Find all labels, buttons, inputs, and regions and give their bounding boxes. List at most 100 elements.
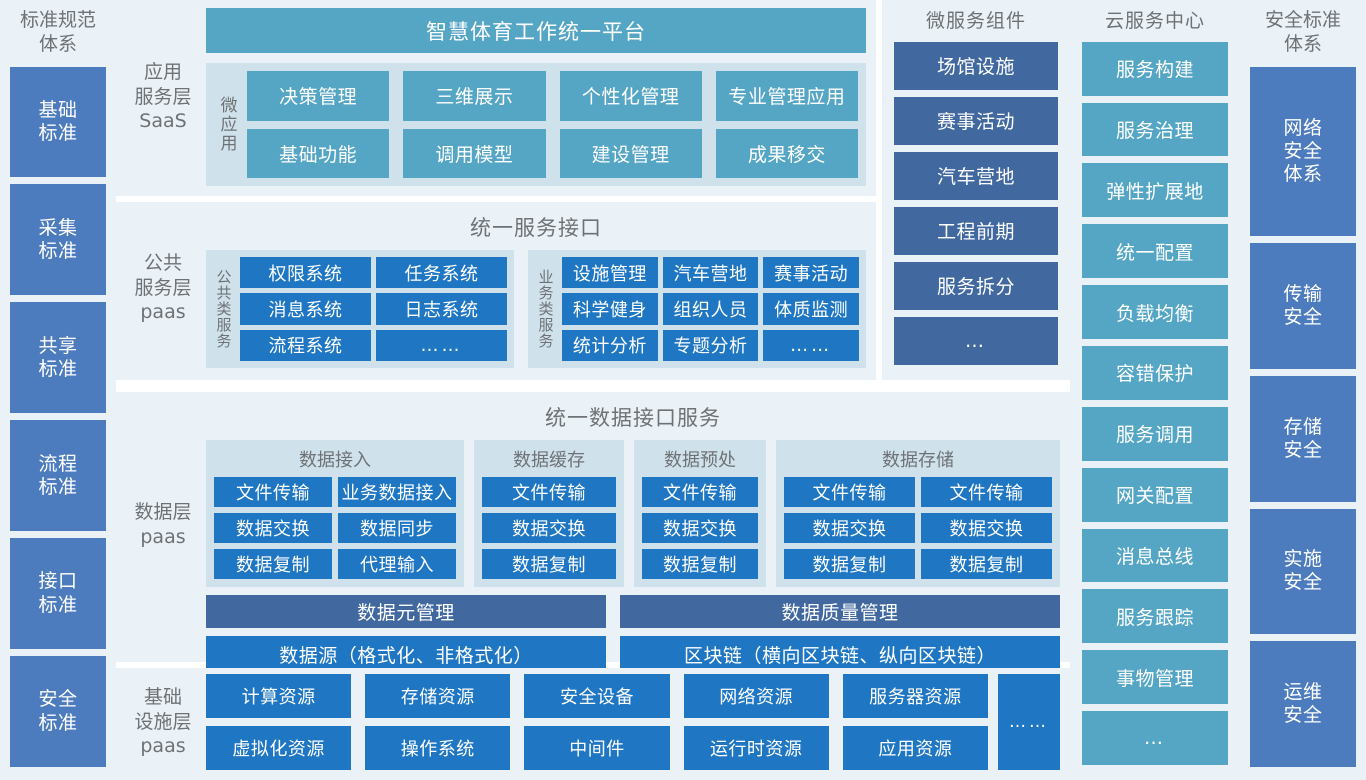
- cloud-elastic-scaling[interactable]: 弹性扩展地: [1082, 163, 1228, 218]
- standard-item-basic[interactable]: 基础标准: [10, 66, 106, 178]
- storage-file-transfer-1[interactable]: 文件传输: [784, 477, 915, 507]
- infra-compute-resource[interactable]: 计算资源: [206, 674, 352, 718]
- right-security-title: 安全标准 体系: [1250, 0, 1356, 67]
- preprocess-data-replication[interactable]: 数据复制: [642, 549, 758, 579]
- security-item-storage[interactable]: 存储安全: [1250, 375, 1356, 502]
- app-decision-management[interactable]: 决策管理: [247, 71, 390, 121]
- storage-file-transfer-2[interactable]: 文件传输: [921, 477, 1052, 507]
- cloud-more[interactable]: …: [1082, 711, 1228, 766]
- data-cache-title: 数据缓存: [513, 450, 585, 471]
- common-service-group: 公共类服务 权限系统 任务系统 消息系统 日志系统 流程系统 ……: [206, 250, 514, 368]
- data-ingestion-title: 数据接入: [299, 450, 371, 471]
- standard-item-collection[interactable]: 采集标准: [10, 184, 106, 296]
- infra-security-device[interactable]: 安全设备: [524, 674, 670, 718]
- data-source-bar[interactable]: 数据源（格式化、非格式化）: [206, 636, 606, 672]
- ingestion-data-exchange[interactable]: 数据交换: [214, 513, 332, 543]
- standard-item-security-label: 安全标准: [38, 688, 78, 734]
- infrastructure-layer-label-line3: paas: [140, 735, 186, 758]
- unified-platform-banner: 智慧体育工作统一平台: [206, 8, 866, 53]
- data-ingestion-grid: 文件传输 业务数据接入 数据交换 数据同步 数据复制 代理输入: [214, 477, 456, 579]
- infrastructure-layer-label-line1: 基础: [143, 685, 182, 708]
- infra-network-resource[interactable]: 网络资源: [683, 674, 829, 718]
- cache-file-transfer[interactable]: 文件传输: [482, 477, 616, 507]
- microservice-venue-facility[interactable]: 场馆设施: [894, 41, 1058, 90]
- cache-data-replication[interactable]: 数据复制: [482, 549, 616, 579]
- business-service-group-label: 业务类服务: [536, 269, 555, 349]
- cloud-message-bus[interactable]: 消息总线: [1082, 528, 1228, 583]
- data-quality-management-bar[interactable]: 数据质量管理: [620, 595, 1060, 628]
- cloud-transaction-management[interactable]: 事物管理: [1082, 650, 1228, 705]
- cache-data-exchange[interactable]: 数据交换: [482, 513, 616, 543]
- microservice-event-activity[interactable]: 赛事活动: [894, 96, 1058, 145]
- infra-storage-resource[interactable]: 存储资源: [365, 674, 511, 718]
- infra-operating-system[interactable]: 操作系统: [365, 726, 511, 770]
- storage-data-replication-1[interactable]: 数据复制: [784, 549, 915, 579]
- app-personalized-management[interactable]: 个性化管理: [559, 71, 702, 121]
- cloud-gateway-config[interactable]: 网关配置: [1082, 467, 1228, 522]
- cloud-service-build[interactable]: 服务构建: [1082, 41, 1228, 96]
- service-message[interactable]: 消息系统: [240, 293, 371, 325]
- app-construction-management[interactable]: 建设管理: [559, 128, 702, 178]
- microservice-rv-camp[interactable]: 汽车营地: [894, 151, 1058, 200]
- storage-data-exchange-1[interactable]: 数据交换: [784, 513, 915, 543]
- ingestion-business-data[interactable]: 业务数据接入: [338, 477, 456, 507]
- cloud-service-tracing[interactable]: 服务跟踪: [1082, 589, 1228, 644]
- preprocess-file-transfer[interactable]: 文件传输: [642, 477, 758, 507]
- microservice-service-split[interactable]: 服务拆分: [894, 261, 1058, 310]
- cloud-service-invocation[interactable]: 服务调用: [1082, 406, 1228, 461]
- standard-item-sharing[interactable]: 共享标准: [10, 302, 106, 414]
- app-basic-function[interactable]: 基础功能: [247, 128, 390, 178]
- business-event-activity[interactable]: 赛事活动: [763, 257, 859, 289]
- infra-runtime-resource[interactable]: 运行时资源: [683, 726, 829, 770]
- ingestion-agent-input[interactable]: 代理输入: [338, 549, 456, 579]
- service-more[interactable]: ……: [376, 329, 507, 361]
- infra-middleware[interactable]: 中间件: [524, 726, 670, 770]
- preprocess-data-exchange[interactable]: 数据交换: [642, 513, 758, 543]
- cloud-unified-config[interactable]: 统一配置: [1082, 224, 1228, 279]
- ingestion-data-replication[interactable]: 数据复制: [214, 549, 332, 579]
- public-service-layer-panel: 公共 服务层 paas 统一服务接口 公共类服务 权限系统 任务系统: [116, 202, 876, 380]
- standard-item-process-label: 流程标准: [38, 452, 78, 498]
- business-statistical-analysis[interactable]: 统计分析: [562, 329, 658, 361]
- storage-data-exchange-2[interactable]: 数据交换: [921, 513, 1052, 543]
- cloud-load-balancing[interactable]: 负载均衡: [1082, 285, 1228, 340]
- microservice-more[interactable]: …: [894, 316, 1058, 366]
- business-scientific-fitness[interactable]: 科学健身: [562, 293, 658, 325]
- infrastructure-more[interactable]: ……: [998, 674, 1060, 770]
- ingestion-file-transfer[interactable]: 文件传输: [214, 477, 332, 507]
- standard-item-interface[interactable]: 接口标准: [10, 538, 106, 650]
- standard-item-process[interactable]: 流程标准: [10, 420, 106, 532]
- blockchain-bar[interactable]: 区块链（横向区块链、纵向区块链）: [620, 636, 1060, 672]
- app-3d-display[interactable]: 三维展示: [403, 71, 546, 121]
- service-log[interactable]: 日志系统: [376, 293, 507, 325]
- security-item-network[interactable]: 网络安全体系: [1250, 66, 1356, 237]
- business-physique-monitoring[interactable]: 体质监测: [763, 293, 859, 325]
- infra-server-resource[interactable]: 服务器资源: [842, 674, 988, 718]
- data-preprocess-title: 数据预处: [664, 450, 736, 471]
- standard-item-security[interactable]: 安全标准: [10, 656, 106, 768]
- app-model-invocation[interactable]: 调用模型: [403, 128, 546, 178]
- service-workflow[interactable]: 流程系统: [240, 329, 371, 361]
- microservice-project-preliminary[interactable]: 工程前期: [894, 206, 1058, 255]
- security-item-operation[interactable]: 运维安全: [1250, 641, 1356, 768]
- service-permission[interactable]: 权限系统: [240, 257, 371, 289]
- business-facility-management[interactable]: 设施管理: [562, 257, 658, 289]
- common-service-group-label: 公共类服务: [214, 269, 233, 349]
- security-item-transmission[interactable]: 传输安全: [1250, 243, 1356, 369]
- security-item-implementation[interactable]: 实施安全: [1250, 508, 1356, 635]
- app-result-handover[interactable]: 成果移交: [715, 128, 858, 178]
- infra-virtualization-resource[interactable]: 虚拟化资源: [206, 726, 352, 770]
- app-professional-management[interactable]: 专业管理应用: [715, 71, 858, 121]
- infrastructure-layer-label: 基础 设施层 paas: [120, 674, 206, 770]
- metadata-management-bar[interactable]: 数据元管理: [206, 595, 606, 628]
- cloud-service-governance[interactable]: 服务治理: [1082, 102, 1228, 157]
- business-rv-camp[interactable]: 汽车营地: [662, 257, 759, 289]
- storage-data-replication-2[interactable]: 数据复制: [921, 549, 1052, 579]
- ingestion-data-sync[interactable]: 数据同步: [338, 513, 456, 543]
- business-organization-personnel[interactable]: 组织人员: [662, 293, 759, 325]
- business-thematic-analysis[interactable]: 专题分析: [662, 329, 759, 361]
- business-more[interactable]: ……: [763, 329, 859, 361]
- service-task[interactable]: 任务系统: [376, 257, 507, 289]
- cloud-fault-tolerance[interactable]: 容错保护: [1082, 346, 1228, 400]
- infra-application-resource[interactable]: 应用资源: [842, 726, 988, 770]
